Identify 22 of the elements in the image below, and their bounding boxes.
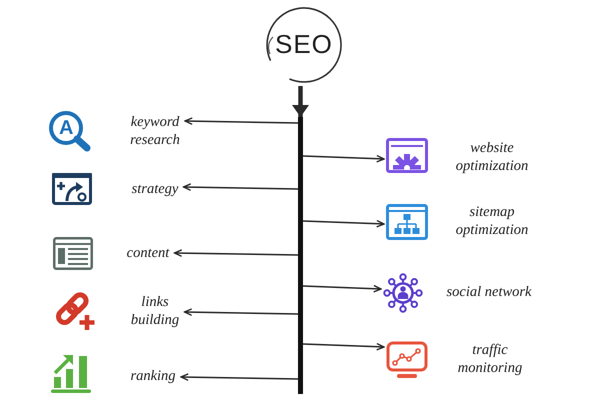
- item-label: ranking: [129, 367, 177, 385]
- item-label: keyword research: [129, 113, 181, 149]
- item-label: strategy: [130, 180, 180, 198]
- arrow: [174, 249, 298, 257]
- item-label: website optimization: [454, 139, 530, 175]
- arrow: [302, 284, 382, 293]
- item-label: sitemap optimization: [454, 203, 530, 239]
- arrow: [182, 183, 298, 191]
- arrow: [302, 154, 385, 163]
- item-label: content: [126, 244, 170, 262]
- arrow: [184, 117, 298, 125]
- arrow: [294, 86, 306, 117]
- item-label: traffic monitoring: [456, 341, 524, 377]
- arrow: [302, 342, 385, 351]
- arrow: [302, 220, 385, 228]
- icon-letter: A: [59, 118, 74, 138]
- title-label: SEO: [275, 30, 333, 58]
- arrow: [184, 308, 298, 316]
- arrow: [180, 373, 298, 381]
- item-label: social network: [446, 283, 532, 301]
- timeline-bar: [298, 117, 303, 394]
- item-label: links building: [130, 293, 180, 329]
